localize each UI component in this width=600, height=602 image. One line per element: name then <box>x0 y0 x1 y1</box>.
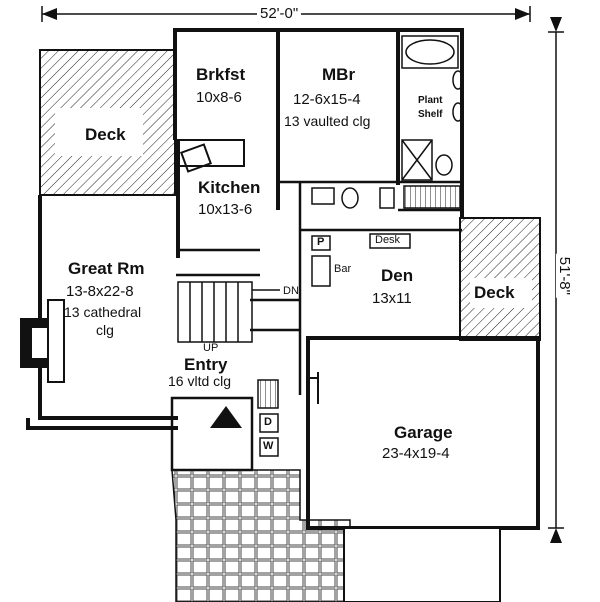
kitchen-label: Kitchen <box>198 178 261 197</box>
washer <box>259 437 279 457</box>
garage <box>306 336 540 602</box>
width-dimension-label: 52'-0" <box>257 6 302 22</box>
half-bath <box>311 187 395 209</box>
washer-label: W <box>263 440 274 452</box>
garage-label: Garage <box>394 423 453 442</box>
depth-dimension-line <box>548 17 564 543</box>
closet <box>403 185 461 209</box>
depth-dimension-label: 51'-8" <box>556 253 573 298</box>
brkfst-label: Brkfst <box>196 65 246 84</box>
dryer <box>259 413 279 433</box>
plant-shelf-label-2: Shelf <box>418 109 443 120</box>
stairs-up-label: UP <box>203 342 219 354</box>
bar-label: Bar <box>334 263 352 275</box>
exterior-walls <box>26 28 464 430</box>
kitchen-size: 10x13-6 <box>198 201 253 218</box>
entry-porch <box>170 396 254 472</box>
deck-left-label: Deck <box>85 125 126 144</box>
great-rm-size: 13-8x22-8 <box>66 283 134 300</box>
deck-right-label: Deck <box>474 283 515 302</box>
entry-label: Entry <box>184 355 228 374</box>
walkway <box>171 469 351 602</box>
master-bath <box>401 35 464 181</box>
garage-size: 23-4x19-4 <box>382 445 450 462</box>
brkfst-size: 10x8-6 <box>196 89 242 106</box>
mbr-size: 12-6x15-4 <box>293 91 361 108</box>
stairs-down-label: DN <box>283 285 299 297</box>
great-rm-label: Great Rm <box>68 259 145 278</box>
great-rm-note-1: 13 cathedral <box>64 304 142 320</box>
den-size: 13x11 <box>372 290 412 307</box>
plant-shelf-label-1: Plant <box>418 95 443 106</box>
interior-walls <box>176 180 462 395</box>
pantry-label: P <box>317 236 325 248</box>
kitchen-counter <box>177 139 245 167</box>
desk-label: Desk <box>375 234 401 246</box>
fireplace <box>20 299 65 383</box>
entry-note: 16 vltd clg <box>168 373 232 389</box>
mbr-note: 13 vaulted clg <box>284 113 371 129</box>
stairs <box>177 281 280 343</box>
den-label: Den <box>381 266 414 285</box>
mbr-label: MBr <box>322 65 356 84</box>
dryer-label: D <box>264 416 272 428</box>
great-rm-note-2: clg <box>96 322 114 338</box>
